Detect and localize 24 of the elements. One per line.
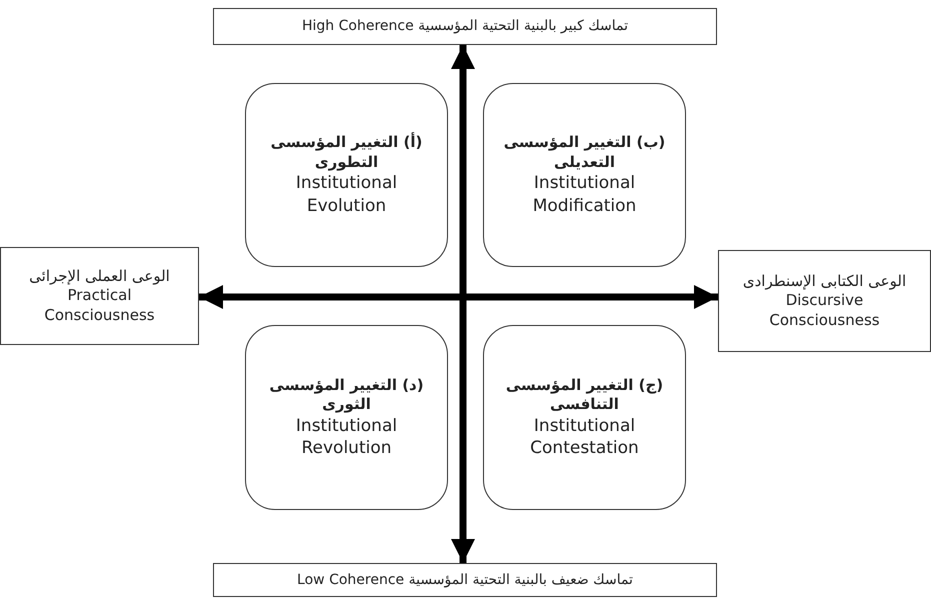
english-label: Institutional Evolution: [294, 172, 398, 217]
english-label: Institutional Modification: [532, 172, 638, 217]
english-label: Institutional Revolution: [294, 414, 398, 460]
axis-label-box: [0, 247, 199, 345]
label-text: (ب) التغيير المؤسسى التعديلى: [502, 133, 666, 172]
label-text: (د) التغيير المؤسسى الثورى: [268, 376, 425, 415]
english-label: Discursive Consciousness: [768, 291, 881, 330]
english-label: Institutional Contestation: [529, 414, 640, 460]
axis-label-box: [718, 250, 931, 352]
label-text: الوعى العملى الإجرائى: [29, 266, 170, 286]
label-text: الوعى الكتابى الإسنطرادى: [742, 272, 906, 292]
heading-box: [213, 8, 717, 45]
heading-box: [213, 563, 717, 597]
quadrant-box: [245, 83, 448, 267]
quadrant-box: [483, 325, 686, 510]
label-text: (أ) التغيير المؤسسى التطورى: [270, 133, 424, 172]
double-arrow: [451, 45, 475, 563]
english-label: Practical Consciousness: [43, 286, 156, 326]
label-text: تماسك ضعيف بالبنية التحتية المؤسسية Low Coherence: [297, 570, 633, 590]
label-text: (ج) التغيير المؤسسى التنافسى: [504, 376, 664, 415]
quadrant-box: [483, 83, 686, 267]
label-text: تماسك كبير بالبنية التحتية المؤسسية High Coherence: [302, 17, 628, 36]
quadrant-box: [245, 325, 448, 510]
double-arrow: [199, 285, 718, 309]
